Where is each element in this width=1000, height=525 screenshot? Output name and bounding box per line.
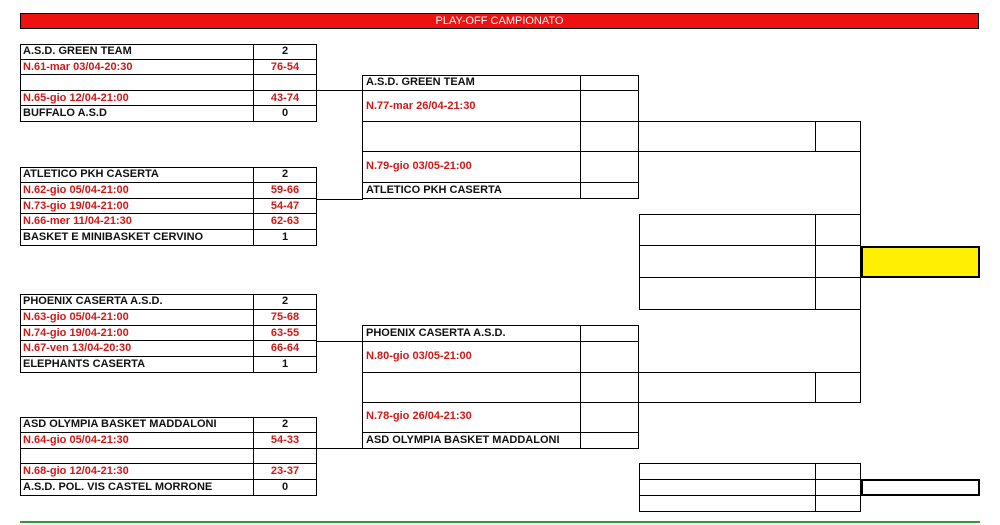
game-score: 54-33 xyxy=(270,434,300,446)
bracket-line xyxy=(362,90,363,183)
third-place-winner-cell xyxy=(861,479,980,496)
game-label: N.65-gio 12/04-21:00 xyxy=(23,92,129,104)
semifinal-cell xyxy=(580,182,639,199)
game-score: 63-55 xyxy=(270,327,300,339)
bracket-connector xyxy=(639,402,816,403)
matchup-cell xyxy=(253,479,317,496)
series-wins: 2 xyxy=(281,168,289,180)
game-label: N.74-gio 19/04-21:00 xyxy=(23,327,129,339)
bracket-connector xyxy=(317,90,363,91)
matchup-cell xyxy=(253,356,317,373)
team-name: A.S.D. GREEN TEAM xyxy=(366,76,475,88)
team-name: A.S.D. GREEN TEAM xyxy=(23,45,132,57)
bracket-slot xyxy=(815,372,861,403)
matchup-cell xyxy=(253,448,317,464)
bracket-connector xyxy=(317,448,363,449)
third-place-cell xyxy=(639,495,816,512)
champion-cell xyxy=(861,246,980,278)
bracket-line xyxy=(362,372,640,373)
team-name: ASD OLYMPIA BASKET MADDALONI xyxy=(23,418,217,430)
game-label: N.64-gio 05/04-21:30 xyxy=(23,434,129,446)
game-label: N.79-gio 03/05-21:00 xyxy=(366,160,472,172)
third-place-cell xyxy=(815,463,861,480)
team-name: ATLETICO PKH CASERTA xyxy=(366,184,502,196)
semifinal-cell xyxy=(580,341,639,373)
third-place-cell xyxy=(639,479,816,496)
final-cell xyxy=(639,277,816,310)
matchup-cell xyxy=(253,105,317,122)
semifinal-cell xyxy=(580,325,639,342)
series-wins: 2 xyxy=(281,418,289,430)
bracket-line xyxy=(860,151,861,214)
bracket-slot xyxy=(815,121,861,152)
bracket-line xyxy=(362,341,363,433)
game-label: N.66-mer 11/04-21:30 xyxy=(23,215,132,227)
matchup-cell xyxy=(20,448,254,464)
game-score: 76-54 xyxy=(270,61,300,73)
team-name: ASD OLYMPIA BASKET MADDALONI xyxy=(366,434,560,446)
game-score: 62-63 xyxy=(270,215,300,227)
footer-divider xyxy=(20,521,980,523)
bracket-connector xyxy=(317,199,363,200)
game-label: N.61-mar 03/04-20:30 xyxy=(23,61,133,73)
game-label: N.77-mar 26/04-21:30 xyxy=(366,100,476,112)
bracket-line xyxy=(362,121,640,122)
team-name: PHOENIX CASERTA A.S.D. xyxy=(366,327,506,339)
game-score: 75-68 xyxy=(270,311,300,323)
game-score: 43-74 xyxy=(270,92,300,104)
semifinal-cell xyxy=(580,432,639,449)
team-name: ATLETICO PKH CASERTA xyxy=(23,168,159,180)
semifinal-cell xyxy=(580,75,639,91)
series-wins: 1 xyxy=(281,358,289,370)
bracket-line xyxy=(362,402,640,403)
game-label: N.73-gio 19/04-21:00 xyxy=(23,200,129,212)
game-label: N.62-gio 05/04-21:00 xyxy=(23,184,129,196)
series-wins: 1 xyxy=(281,231,289,243)
bracket-connector xyxy=(639,151,816,152)
final-cell xyxy=(639,214,816,246)
game-score: 54-47 xyxy=(270,200,300,212)
matchup-cell xyxy=(20,74,254,91)
semifinal-cell xyxy=(580,121,639,152)
team-name: BASKET E MINIBASKET CERVINO xyxy=(23,231,204,243)
series-wins: 0 xyxy=(281,107,289,119)
bracket-connector xyxy=(317,341,363,342)
game-score: 66-64 xyxy=(270,342,300,354)
team-name: PHOENIX CASERTA A.S.D. xyxy=(23,295,163,307)
bracket-line xyxy=(860,309,861,373)
series-wins: 2 xyxy=(281,295,289,307)
semifinal-cell xyxy=(580,372,639,403)
matchup-cell xyxy=(253,74,317,91)
game-label: N.63-gio 05/04-21:00 xyxy=(23,311,129,323)
third-place-cell xyxy=(815,495,861,512)
bracket-connector xyxy=(639,121,816,122)
game-score: 59-66 xyxy=(270,184,300,196)
third-place-cell xyxy=(639,463,816,480)
game-label: N.68-gio 12/04-21:30 xyxy=(23,465,129,477)
team-name: BUFFALO A.S.D xyxy=(23,107,107,119)
third-place-cell xyxy=(815,479,861,496)
semifinal-cell xyxy=(580,402,639,433)
semifinal-cell xyxy=(580,151,639,183)
series-wins: 0 xyxy=(281,481,289,493)
team-name: A.S.D. POL. VIS CASTEL MORRONE xyxy=(23,481,213,493)
final-cell xyxy=(815,214,861,246)
matchup-cell xyxy=(253,229,317,246)
bracket-connector xyxy=(639,372,816,373)
team-name: ELEPHANTS CASERTA xyxy=(23,358,146,370)
final-cell xyxy=(639,245,816,278)
semifinal-cell xyxy=(580,90,639,122)
bracket-line xyxy=(362,151,640,152)
game-score: 23-37 xyxy=(270,465,300,477)
game-label: N.80-gio 03/05-21:00 xyxy=(366,350,472,362)
game-label: N.67-ven 13/04-20:30 xyxy=(23,342,132,354)
bracket-title: PLAY-OFF CAMPIONATO xyxy=(20,13,979,29)
final-cell xyxy=(815,245,861,278)
series-wins: 2 xyxy=(281,45,289,57)
game-label: N.78-gio 26/04-21:30 xyxy=(366,410,472,422)
final-cell xyxy=(815,277,861,310)
